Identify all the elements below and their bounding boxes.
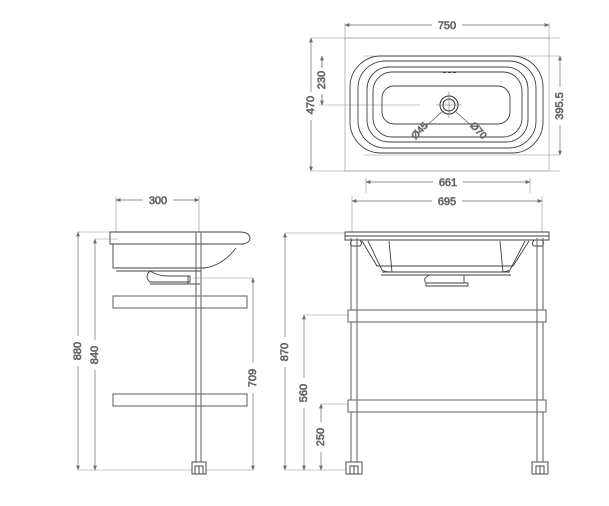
dim-470-label: 470 xyxy=(305,96,317,114)
dim-plan-395-5: 395.5 xyxy=(552,55,568,156)
dim-side-300: 300 xyxy=(115,192,200,208)
dim-840-label: 840 xyxy=(89,346,101,364)
front-frame xyxy=(347,238,547,466)
dim-250-label: 250 xyxy=(315,428,327,446)
plan-view: 750 470 230 395.5 661 Ø45 Ø70 xyxy=(303,17,568,193)
dim-plan-661: 661 xyxy=(365,174,531,190)
front-elevation-view: 695 870 560 250 xyxy=(277,193,550,475)
dim-side-709: 709 xyxy=(245,277,261,471)
dim-709-label: 709 xyxy=(247,369,259,387)
dim-front-870: 870 xyxy=(277,232,293,471)
dim-front-695: 695 xyxy=(351,193,543,209)
dim-750-label: 750 xyxy=(438,20,456,32)
dim-front-560: 560 xyxy=(296,314,312,471)
dim-front-250: 250 xyxy=(313,403,329,471)
dim-230-label: 230 xyxy=(316,71,328,89)
side-elevation-view: 300 880 840 709 xyxy=(70,192,261,475)
plan-drain xyxy=(424,92,474,128)
dim-plan-230: 230 xyxy=(314,55,330,106)
dim-side-840: 840 xyxy=(87,238,103,471)
side-extension-lines xyxy=(78,196,253,471)
dim-drain-45-label: Ø45 xyxy=(410,120,431,142)
dim-395-5-label: 395.5 xyxy=(554,92,566,120)
side-foot xyxy=(191,461,207,475)
side-frame xyxy=(112,232,248,466)
dim-side-880: 880 xyxy=(70,231,86,471)
dim-695-label: 695 xyxy=(438,196,456,208)
dim-661-label: 661 xyxy=(439,177,457,189)
dim-plan-depth-470: 470 xyxy=(303,37,319,172)
plan-extension-lines xyxy=(311,23,560,193)
front-basin xyxy=(344,231,550,287)
plan-outer-body xyxy=(344,37,550,172)
dim-870-label: 870 xyxy=(279,343,291,361)
dim-560-label: 560 xyxy=(298,384,310,402)
side-basin xyxy=(109,231,251,285)
plan-bowl-rim xyxy=(372,71,523,138)
dim-880-label: 880 xyxy=(72,342,84,360)
front-feet xyxy=(345,461,549,475)
dim-300-label: 300 xyxy=(149,195,167,207)
dim-plan-width-750: 750 xyxy=(344,17,550,33)
